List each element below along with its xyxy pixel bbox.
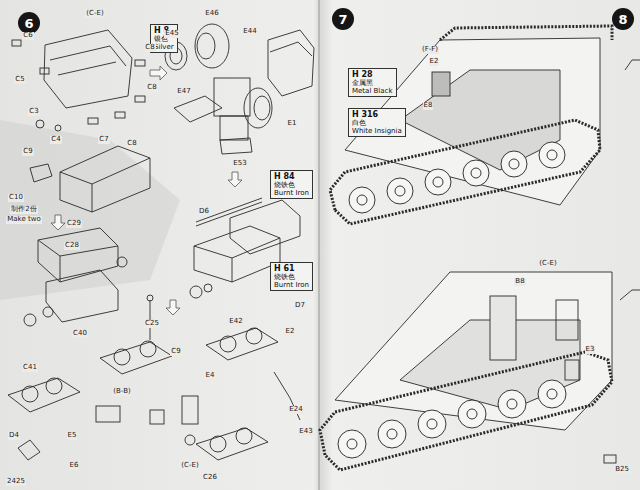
part-number: C25: [144, 320, 160, 328]
part-number: E5: [67, 432, 78, 440]
node-text: H 316: [352, 110, 402, 119]
step8-edge: [620, 60, 640, 300]
part-number: C10: [8, 194, 24, 202]
paint-callout: H 28金属黑Metal Black: [348, 68, 397, 97]
part-number: E42: [228, 318, 243, 326]
part-number: E46: [204, 10, 219, 18]
step7-hull: [330, 26, 612, 224]
node-text: H 28: [352, 70, 393, 79]
page-fold: [318, 0, 320, 490]
part-number: 制作2份: [10, 206, 37, 214]
part-number: C9: [170, 348, 181, 356]
part-number: E4: [205, 372, 216, 380]
node-text: 6: [24, 16, 33, 31]
part-number: (C-E): [538, 260, 557, 268]
part-number: C8: [126, 140, 137, 148]
step6-parts: [8, 24, 314, 460]
photo-shadow: [0, 120, 180, 300]
part-number: C8: [146, 84, 157, 92]
node-text: 7: [338, 12, 347, 27]
paint-callout: H 84烧铁色Burnt Iron: [270, 170, 313, 199]
part-number: E1: [287, 120, 298, 128]
paint-callout: H 61烧铁色Burnt Iron: [270, 262, 313, 291]
node-text: H 84: [274, 172, 309, 181]
part-number: C28: [64, 242, 80, 250]
part-number: (F-F): [421, 46, 439, 54]
part-number: E45: [164, 30, 179, 38]
part-number: E44: [242, 28, 257, 36]
node-text: 8: [618, 12, 627, 27]
part-number: (B-B): [112, 388, 131, 396]
part-number: E3: [585, 346, 596, 354]
part-number: C5: [14, 76, 25, 84]
part-number: E2: [429, 58, 440, 66]
part-number: C8: [144, 44, 155, 52]
node-text: 烧铁色: [274, 181, 309, 189]
node-text: Burnt Iron: [274, 281, 309, 289]
part-number: C41: [22, 364, 38, 372]
node-text: Silver: [154, 43, 174, 51]
assembly-arrows: [51, 66, 242, 315]
paint-callout: H 316白色White Insignia: [348, 108, 406, 137]
part-number: C6: [22, 32, 33, 40]
part-number: C3: [28, 108, 39, 116]
step-number: 7: [332, 8, 354, 30]
node-text: 烧铁色: [274, 273, 309, 281]
part-number: C7: [98, 136, 109, 144]
part-number: D4: [8, 432, 20, 440]
node-text: H 61: [274, 264, 309, 273]
part-number: E47: [176, 88, 191, 96]
part-number: (C-E): [85, 10, 104, 18]
part-number: E6: [69, 462, 80, 470]
part-number: C29: [66, 220, 82, 228]
part-number: D7: [294, 302, 306, 310]
node-text: 白色: [352, 119, 402, 127]
part-number: E53: [232, 160, 247, 168]
part-number: C9: [22, 148, 33, 156]
part-number: E8: [423, 102, 434, 110]
part-number: B8: [514, 278, 525, 286]
part-number: C40: [72, 330, 88, 338]
part-number: D6: [198, 208, 210, 216]
part-number: E24: [288, 406, 303, 414]
step-number: 8: [612, 8, 634, 30]
road-wheels: [338, 380, 566, 458]
part-number: 2425: [6, 478, 26, 486]
part-number: E43: [298, 428, 313, 436]
part-number: B25: [614, 466, 630, 474]
part-number: C4: [50, 136, 61, 144]
node-text: Burnt Iron: [274, 189, 309, 197]
node-text: White Insignia: [352, 127, 402, 135]
road-wheels: [349, 142, 565, 213]
node-text: Metal Black: [352, 87, 393, 95]
step7-lower-hull: [320, 272, 616, 470]
node-text: 金属黑: [352, 79, 393, 87]
part-number: Make two: [6, 216, 41, 224]
part-number: (C-E): [180, 462, 199, 470]
step-number: 6: [18, 12, 40, 34]
part-number: E2: [285, 328, 296, 336]
part-number: C26: [202, 474, 218, 482]
